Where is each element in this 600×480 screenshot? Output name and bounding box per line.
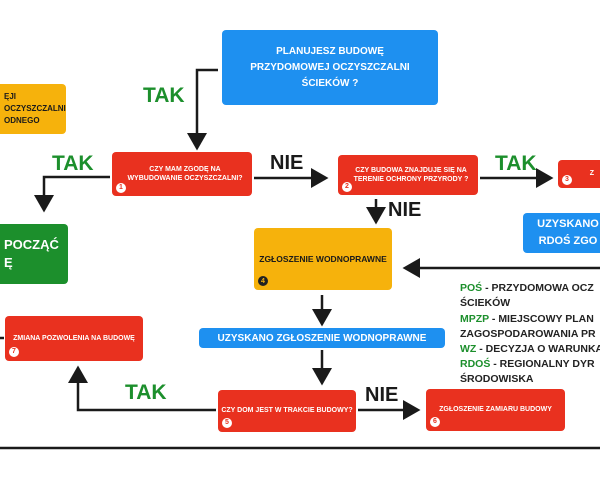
label-tak-start: TAK	[143, 84, 185, 107]
water-permit-obtained-box: UZYSKANO ZGŁOSZENIE WODNOPRAWNE	[199, 328, 445, 348]
legend-line-6: RDOŚ - REGIONALNY DYR	[460, 358, 595, 370]
water-permit-text: ZGŁOSZENIE WODNOPRAWNE	[259, 254, 387, 264]
arrow-q1-to-green	[34, 175, 110, 213]
question-1-box: CZY MAM ZGODĘ NA WYBUDOWANIE OCZYSZCZALN…	[112, 152, 252, 196]
question-2-text: CZY BUDOWA ZNAJDUJE SIĘ NA TERENIE OCHRO…	[353, 166, 469, 183]
question-2-box: CZY BUDOWA ZNAJDUJE SIĘ NA TERENIE OCHRO…	[338, 155, 478, 195]
label-nie-q2: NIE	[388, 199, 422, 221]
label-tak-q1: TAK	[52, 152, 94, 175]
legend-line-7: ŚRODOWISKA	[460, 373, 534, 385]
step-3-badge: 3	[562, 175, 572, 185]
permit-change-box: ZMIANA POZWOLENIA NA BUDOWĘ 7	[5, 316, 143, 361]
rdos-obtained-box: UZYSKANO RDOŚ ZGO	[523, 213, 600, 253]
start-question-box: PLANUJESZ BUDOWĘ PRZYDOMOWEJ OCZYSZCZALN…	[222, 30, 438, 105]
legend-line-5: WZ - DECYZJA O WARUNKA	[460, 343, 600, 355]
construction-notice-text: ZGŁOSZENIE ZAMIARU BUDOWY	[439, 406, 552, 414]
question-5-box: CZY DOM JEST W TRAKCIE BUDOWY? 5	[218, 390, 356, 432]
label-nie-q5: NIE	[365, 384, 399, 406]
left-start-box: POCZĄĆ Ę	[0, 224, 68, 284]
start-question-text: PLANUJESZ BUDOWĘ PRZYDOMOWEJ OCZYSZCZALN…	[250, 45, 410, 89]
left-info-text: ĘJI OCZYSZCZALNI ODNEGO	[4, 92, 66, 125]
label-tak-q5: TAK	[125, 381, 167, 404]
label-tak-q2: TAK	[495, 152, 537, 175]
left-info-box: ĘJI OCZYSZCZALNI ODNEGO	[0, 84, 66, 134]
permit-change-text: ZMIANA POZWOLENIA NA BUDOWĘ	[13, 334, 135, 342]
step-6-badge: 6	[430, 417, 440, 427]
legend-line-4: ZAGOSPODAROWANIA PR	[460, 328, 596, 340]
legend-line-2: ŚCIEKÓW	[460, 297, 511, 309]
water-permit-obtained-text: UZYSKANO ZGŁOSZENIE WODNOPRAWNE	[217, 332, 427, 344]
arrow-q5-to-zmiana	[68, 365, 216, 412]
question-3-text: Z	[589, 170, 594, 178]
construction-notice-box: ZGŁOSZENIE ZAMIARU BUDOWY 6	[426, 389, 565, 431]
step-1-badge: 1	[116, 183, 126, 193]
question-5-text: CZY DOM JEST W TRAKCIE BUDOWY?	[221, 407, 353, 415]
step-2-badge: 2	[342, 182, 352, 192]
step-7-badge: 7	[9, 347, 19, 357]
left-start-text: POCZĄĆ Ę	[4, 236, 59, 270]
rdos-obtained-text: UZYSKANO RDOŚ ZGO	[537, 217, 599, 247]
step-4-badge: 4	[258, 276, 268, 286]
water-permit-box: ZGŁOSZENIE WODNOPRAWNE 4	[254, 228, 392, 290]
step-5-badge: 5	[222, 418, 232, 428]
question-3-box: Z 3	[558, 160, 600, 188]
legend-line-3: MPZP - MIEJSCOWY PLAN	[460, 313, 594, 325]
question-1-text: CZY MAM ZGODĘ NA WYBUDOWANIE OCZYSZCZALN…	[127, 165, 243, 182]
arrow-start-to-q1	[187, 68, 218, 151]
label-nie-q1: NIE	[270, 152, 304, 174]
legend-line-1: POŚ - PRZYDOMOWA OCZ	[460, 282, 594, 294]
